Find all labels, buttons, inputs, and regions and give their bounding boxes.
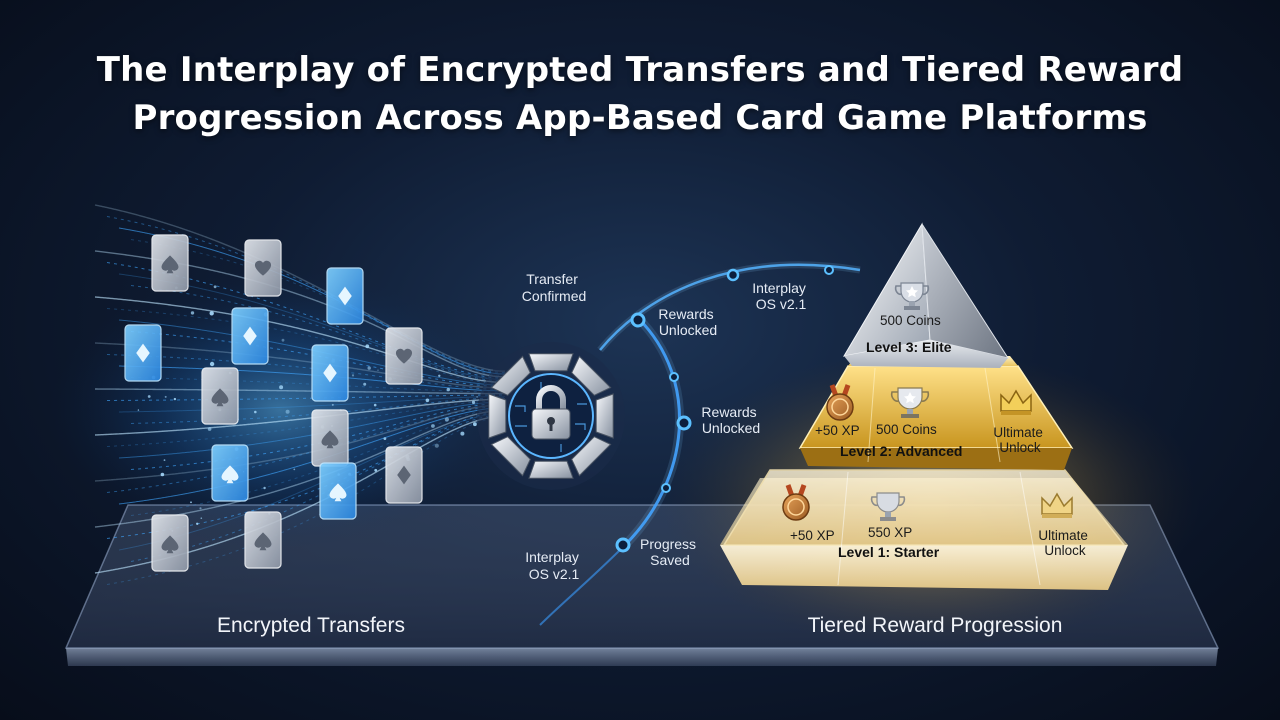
tier2-unlock: Ultimate Unlock (993, 425, 1046, 455)
data-particle (164, 459, 166, 461)
spade-card (152, 235, 188, 291)
diamond-card (327, 268, 363, 324)
diamond-card (232, 308, 268, 364)
data-particle (374, 404, 377, 407)
data-particle (352, 374, 354, 376)
spade-card (202, 368, 238, 424)
data-particle (174, 398, 176, 400)
data-particle (282, 339, 285, 342)
data-particle (201, 517, 203, 519)
data-particle (447, 388, 450, 391)
label-transfer-confirmed: Transfer Confirmed (522, 271, 587, 304)
diamond-card (386, 447, 422, 503)
section-label-encrypted-transfers: Encrypted Transfers (217, 614, 405, 637)
data-particle (384, 437, 387, 440)
tier1-xp2: 550 XP (868, 525, 912, 540)
tier3-name: Level 3: Elite (866, 339, 952, 355)
tier1-name: Level 1: Starter (838, 544, 940, 560)
lock-ring-segment (529, 461, 573, 478)
data-particle (431, 424, 435, 428)
data-particle (377, 370, 378, 371)
tier-level-1: +50 XP 550 XP Level 1: Starter Ultimate … (720, 470, 1128, 590)
lock-ring-segment (529, 354, 573, 371)
heart-card (386, 328, 422, 384)
data-particle (190, 501, 192, 503)
diamond-card (312, 345, 348, 401)
section-label-tiered-reward: Tiered Reward Progression (808, 614, 1063, 637)
data-particle (438, 375, 440, 377)
data-particle (165, 396, 167, 398)
data-particle (210, 362, 214, 366)
data-particle (208, 427, 212, 431)
lock-ring-segment (596, 394, 613, 438)
tier2-coins: 500 Coins (876, 422, 937, 437)
data-particle (148, 395, 151, 398)
spade-card (152, 515, 188, 571)
label-rewards-unlocked-1: Rewards Unlocked (658, 306, 717, 338)
spade-card (320, 463, 356, 519)
data-particle (138, 409, 139, 410)
data-particle (279, 385, 283, 389)
data-particle (426, 399, 430, 403)
tier2-xp: +50 XP (815, 423, 860, 438)
spade-card (245, 512, 281, 568)
spade-card (312, 410, 348, 466)
label-interplay-os-bottom: Interplay OS v2.1 (525, 549, 583, 582)
data-particle (460, 432, 464, 436)
lock-ring-segment (489, 394, 506, 438)
data-particle (476, 396, 478, 398)
data-particle (196, 523, 198, 525)
label-interplay-os-top: Interplay OS v2.1 (752, 280, 810, 312)
data-particle (293, 469, 295, 471)
data-particle (254, 411, 257, 414)
tier3-reward: 500 Coins (880, 313, 941, 328)
data-particle (191, 311, 194, 314)
data-particle (365, 344, 369, 348)
data-particle (263, 487, 265, 489)
spade-card (212, 445, 248, 501)
tier1-xp: +50 XP (790, 528, 835, 543)
data-particle (214, 285, 217, 288)
data-particle (472, 401, 475, 404)
data-particle (332, 404, 334, 406)
data-particle (210, 311, 214, 315)
data-particle (368, 366, 371, 369)
data-particle (363, 383, 366, 386)
blue-glow (50, 270, 510, 550)
data-particle (199, 507, 201, 509)
padlock-icon (477, 342, 625, 490)
tier-level-3: 500 Coins Level 3: Elite (844, 224, 1008, 368)
tier2-name: Level 2: Advanced (840, 443, 962, 459)
heart-card (245, 240, 281, 296)
data-particle (286, 410, 290, 414)
data-particle (435, 444, 439, 448)
diamond-card (125, 325, 161, 381)
tier1-unlock: Ultimate Unlock (1038, 528, 1091, 558)
label-rewards-unlocked-2: Rewards Unlocked (701, 404, 760, 436)
data-particle (473, 422, 477, 426)
data-particle (161, 473, 165, 477)
data-particle (374, 469, 377, 472)
data-particle (445, 417, 449, 421)
